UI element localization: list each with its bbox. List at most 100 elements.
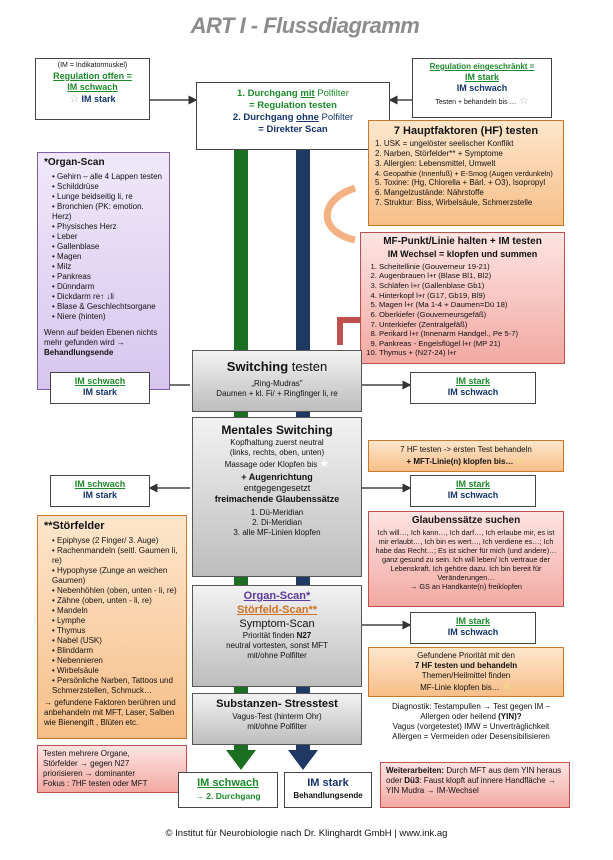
diagnostics-line-1: Diagnostik: Testampullen → Test gegen IM… <box>391 702 550 711</box>
organ-scan-footer: Wenn auf beiden Ebenen nichts mehr gefun… <box>44 327 158 347</box>
multi-test-line-4: Fokus : 7HF testen oder MFT <box>43 779 148 788</box>
list-item: 6. Mangelzustände: Nährstoffe <box>375 187 484 197</box>
beliefs-footer: → GS an Handkante(n) freiklopfen <box>410 582 522 592</box>
im-strong-label: IM stark <box>455 479 490 489</box>
pass-2-without: ohne <box>296 111 319 123</box>
list-item: Milz <box>52 262 163 272</box>
list-item: 1. USK = ungelöster seelischer Konflikt <box>375 138 514 148</box>
list-item: Perikard l+r (Innenarm Handgel., Pe 5-7) <box>379 329 558 339</box>
im-strong-label: IM stark <box>81 94 116 105</box>
found-priority-box: Gefundene Priorität mit den 7 HF testen … <box>368 647 564 697</box>
im-weak-label: IM schwach <box>74 479 126 489</box>
mf-list: Scheitellinie (Gouverneur 19-21) Augenbr… <box>367 262 558 358</box>
list-item: Pankreas - Engelsflügel l+r (MP 21) <box>379 339 558 349</box>
arrow-mf-to-switching <box>337 317 368 345</box>
regulation-open-label: Regulation offen = <box>53 70 132 81</box>
im-strong-label: IM stark <box>307 777 349 789</box>
list-item: 2. Di-Meridian <box>252 517 302 527</box>
im-strong-label: IM stark <box>455 376 490 386</box>
beliefs-label: freimachende Glaubenssätze <box>214 494 340 505</box>
continue-text-1: Durch MFT aus dem YIN heraus oder <box>386 766 562 785</box>
im-strong-label: IM stark <box>455 616 490 626</box>
im-strong-label: IM stark <box>82 490 117 501</box>
continue-title: Weiterarbeiten: <box>386 766 445 775</box>
list-item: Thymus + (N27-24) l+r <box>379 348 558 358</box>
beliefs-text: Ich will…, Ich kann…, Ich darf…, Ich erl… <box>375 527 557 583</box>
stoerfelder-footer: → gefundene Faktoren berühren und anbeha… <box>44 697 176 727</box>
priority-row: Priorität finden N27 <box>193 631 361 641</box>
treatment-end-label: Behandlungsende <box>44 347 114 357</box>
list-item: Nebennieren <box>52 656 180 666</box>
im-weak-label: IM schwach <box>447 627 499 638</box>
regulation-restricted-label: Regulation eingeschränkt = <box>429 62 535 71</box>
mft-line-row: + MFT-Linie(n) klopfen bis… ★ <box>369 455 563 469</box>
im-strong-label: IM stark <box>82 387 117 398</box>
star-icon: ★ <box>515 455 526 467</box>
pass-1-with: mit <box>300 88 315 99</box>
mf-subtitle-text: IM Wechsel = klopfen und summen <box>387 248 538 259</box>
list-item: Magen l+r (Ma 1-4 + Daumen=Dü 18) <box>379 300 558 310</box>
found-priority-label: Gefundene Priorität mit den <box>417 651 515 660</box>
stoerfelder-panel: **Störfelder Epiphyse (2 Finger/ 3. Auge… <box>37 515 187 739</box>
substance-box: Substanzen- Stresstest Vagus-Test (hinte… <box>192 693 362 745</box>
list-item: 3. Allergien: Lebensmittel, Umwelt <box>375 158 496 168</box>
stoerfeld-scan-link[interactable]: Störfeld-Scan** <box>236 603 318 616</box>
symptom-scan-label: Symptom-Scan <box>239 617 315 630</box>
fingers-label: Daumen + kl. Fi/ + Ringfinger li, re <box>216 389 338 399</box>
test-treat-row: Testen + behandeln bis … ☆ <box>413 95 551 109</box>
opposite-label: entgegengesetzt <box>243 483 311 493</box>
mental-switching-title: Mentales Switching <box>221 423 333 437</box>
list-item: Schilddrüse <box>52 182 163 192</box>
switching-title-bold: Switching <box>226 359 289 374</box>
side-box-mental-left: IM schwach IM stark <box>50 475 150 507</box>
eye-direction-label: + Augenrichtung <box>241 471 313 482</box>
hf-panel: 7 Hauptfaktoren (HF) testen 1. USK = ung… <box>368 120 564 226</box>
list-item: Thymus <box>52 626 180 636</box>
organ-scan-link[interactable]: Organ-Scan* <box>243 590 311 602</box>
diagnostics-box: Diagnostik: Testampullen → Test gegen IM… <box>366 700 576 748</box>
curved-arrow-hf-mf <box>323 184 357 244</box>
list-item: 2. Narben, Störfelder** + Symptome <box>375 148 503 158</box>
list-item: 4. Geopathie (Innenfuß) + E-Smog (Augen … <box>375 168 553 178</box>
diagnostics-line-2: Allergen oder heilend (YIN)? <box>366 712 576 722</box>
pass-1-row: 1. Durchgang mit Polfilter <box>197 88 389 100</box>
list-item: Lunge beidseitig li, re <box>52 192 163 202</box>
list-item: Blinddarm <box>52 646 180 656</box>
continue-box: Weiterarbeiten: Durch MFT aus dem YIN he… <box>380 762 570 808</box>
organ-list: Gehirn – alle 4 Lappen testen Schilddrüs… <box>44 172 163 322</box>
directions-label: (links, rechts, oben, unten) <box>229 448 325 457</box>
im-strong-label: IM stark <box>464 72 499 82</box>
list-item: Gehirn – alle 4 Lappen testen <box>52 172 163 182</box>
mf-title: MF-Punkt/Linie halten + IM testen <box>383 236 542 247</box>
organ-scan-panel: *Organ-Scan Gehirn – alle 4 Lappen teste… <box>37 152 170 390</box>
star-icon: ★ <box>319 458 330 470</box>
regulation-restricted-box: Regulation eingeschränkt = IM stark IM s… <box>412 58 552 118</box>
mental-switching-box: Mentales Switching Kopfhaltung zuerst ne… <box>192 417 362 577</box>
hf-test-box: 7 HF testen -> ersten Test behandeln + M… <box>368 440 564 472</box>
end-box-second-pass: IM schwach → 2. Durchgang <box>178 772 278 808</box>
remedies-label: Themen/Heilmittel finden <box>421 671 511 680</box>
du3-label: Dü3 <box>404 776 420 785</box>
head-position-label: Kopfhaltung zuerst neutral <box>230 438 324 447</box>
list-item: 3. alle MF-Linien klopfen <box>233 527 321 537</box>
pass-2-row: 2. Durchgang ohne Polfilter <box>197 112 389 124</box>
list-item: Zähne (oben, unten - li, re) <box>52 596 180 606</box>
massage-row: Massage oder Klopfen bis ★ <box>193 458 361 472</box>
priority-label: Priorität finden <box>242 631 297 641</box>
multi-test-line-3: priorisieren → dominanter <box>43 769 136 778</box>
green-column-arrowhead <box>226 750 256 770</box>
navy-column-arrowhead <box>288 750 318 770</box>
list-item: Epiphyse (2 Finger/ 3. Auge) <box>52 536 180 546</box>
diagnostics-line-4: Allergen = Vermeiden oder Desensibilisie… <box>392 732 550 741</box>
list-item: Scheitellinie (Gouverneur 19-21) <box>379 262 558 272</box>
copyright-footer: © Institut für Neurobiologie nach Dr. Kl… <box>165 828 448 839</box>
im-weak-label: IM schwach <box>67 82 118 92</box>
list-item: Mandeln <box>52 606 180 616</box>
list-item: Oberkiefer (Gouverneursgefäß) <box>379 310 558 320</box>
pretest-label: neutral vortesten, sonst MFT <box>226 641 328 651</box>
pass-1-label: 1. Durchgang <box>237 88 301 99</box>
list-item: Physisches Herz <box>52 222 163 232</box>
stoerfelder-list: Epiphyse (2 Finger/ 3. Auge) Rachenmande… <box>44 536 180 696</box>
side-box-switching-right: IM stark IM schwach <box>410 372 536 404</box>
star-icon: ★ <box>501 681 512 693</box>
